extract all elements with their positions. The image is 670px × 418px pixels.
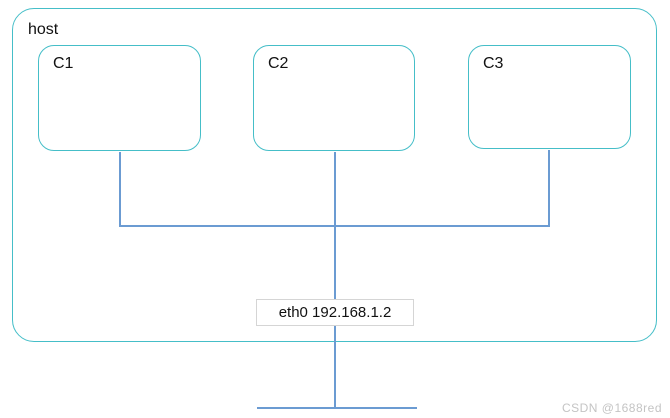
connector-c3-drop-line	[548, 150, 550, 227]
container-c2-box: C2	[253, 45, 415, 151]
connector-c1-drop-line	[119, 152, 121, 227]
eth0-interface-label-box: eth0 192.168.1.2	[256, 299, 414, 326]
connector-eth0-drop-line	[334, 326, 336, 408]
host-label: host	[28, 21, 59, 38]
container-c2-label: C2	[268, 55, 289, 72]
watermark: CSDN @1688red	[561, 401, 662, 415]
external-network-line	[257, 407, 417, 409]
container-c3-box: C3	[468, 45, 631, 149]
eth0-interface-label: eth0 192.168.1.2	[278, 304, 392, 321]
container-c3-label: C3	[483, 55, 504, 72]
container-c1-label: C1	[53, 55, 74, 72]
container-c1-box: C1	[38, 45, 201, 151]
connector-bus-line	[119, 225, 550, 227]
